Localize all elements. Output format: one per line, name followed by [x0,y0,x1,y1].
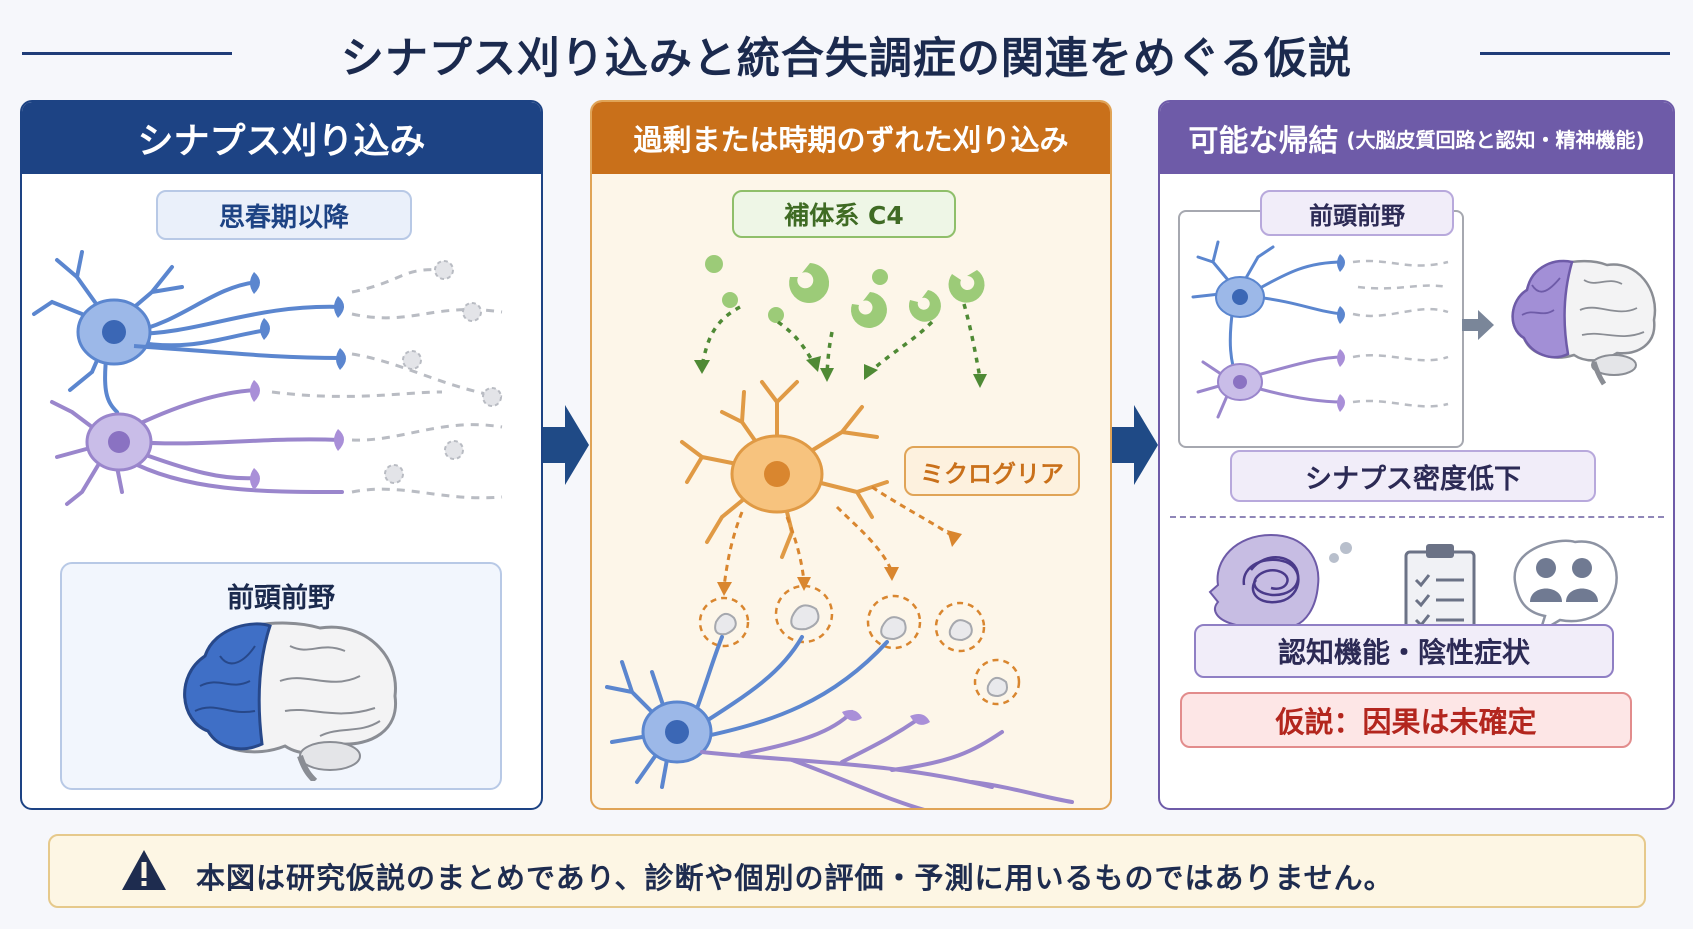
complement-c4-icon [705,255,985,328]
panel-header: 過剰または時期のずれた刈り込み [592,102,1110,174]
arrow-right-icon [543,405,589,485]
timing-label: 思春期以降 [156,190,412,240]
title-rule-left [22,52,232,55]
arrow-right-icon [1112,405,1158,485]
title-rule-right [1480,52,1670,55]
social-withdrawal-icon [1513,539,1618,635]
panel-possible-outcomes: 可能な帰結 (大脳皮質回路と認知・精神機能) 前頭前野 [1158,100,1675,810]
clipboard-icon [1404,544,1476,644]
hypothesis-label: 仮説：因果は未確定 [1180,692,1632,748]
disclaimer-text: 本図は研究仮説のまとめであり、診断や個別の評価・予測に用いるものではありません。 [196,861,1394,895]
warning-icon [122,850,166,890]
panel-header: シナプス刈り込み [22,102,541,174]
page-title: シナプス刈り込みと統合失調症の関連をめぐる仮説 [340,34,1353,84]
neuron-illustration [32,250,503,506]
panel-header-sub: (大脳皮質回路と認知・精神機能) [1346,127,1645,152]
panel-header-main: 可能な帰結 [1188,124,1339,159]
disclaimer-bar: 本図は研究仮説のまとめであり、診断や個別の評価・予測に用いるものではありません。 [48,834,1646,908]
brain-icon [1511,259,1657,386]
reduced-synapse-illustration [1191,240,1449,419]
region-label: 前頭前野 [227,583,335,614]
title-bar: シナプス刈り込みと統合失調症の関連をめぐる仮説 [0,18,1693,88]
microglia-label: ミクログリア [904,446,1080,496]
panel-header: 可能な帰結 (大脳皮質回路と認知・精神機能) [1160,102,1673,174]
panel-excessive-pruning: 過剰または時期のずれた刈り込み 補体系 C4 ミクログリア [590,100,1112,810]
divider [1170,516,1664,518]
complement-label: 補体系 C4 [732,190,956,238]
confused-head-icon [1208,533,1352,651]
symptoms-label: 認知機能・陰性症状 [1194,624,1614,678]
density-label: シナプス密度低下 [1230,450,1596,502]
region-box: 前頭前野 [60,562,502,790]
panel-synaptic-pruning: シナプス刈り込み 思春期以降 [20,100,543,810]
arrow-small-icon [1462,310,1494,340]
region-label: 前頭前野 [1260,190,1454,236]
complement-microglia-illustration [605,255,1074,808]
brain-icon [183,621,397,781]
